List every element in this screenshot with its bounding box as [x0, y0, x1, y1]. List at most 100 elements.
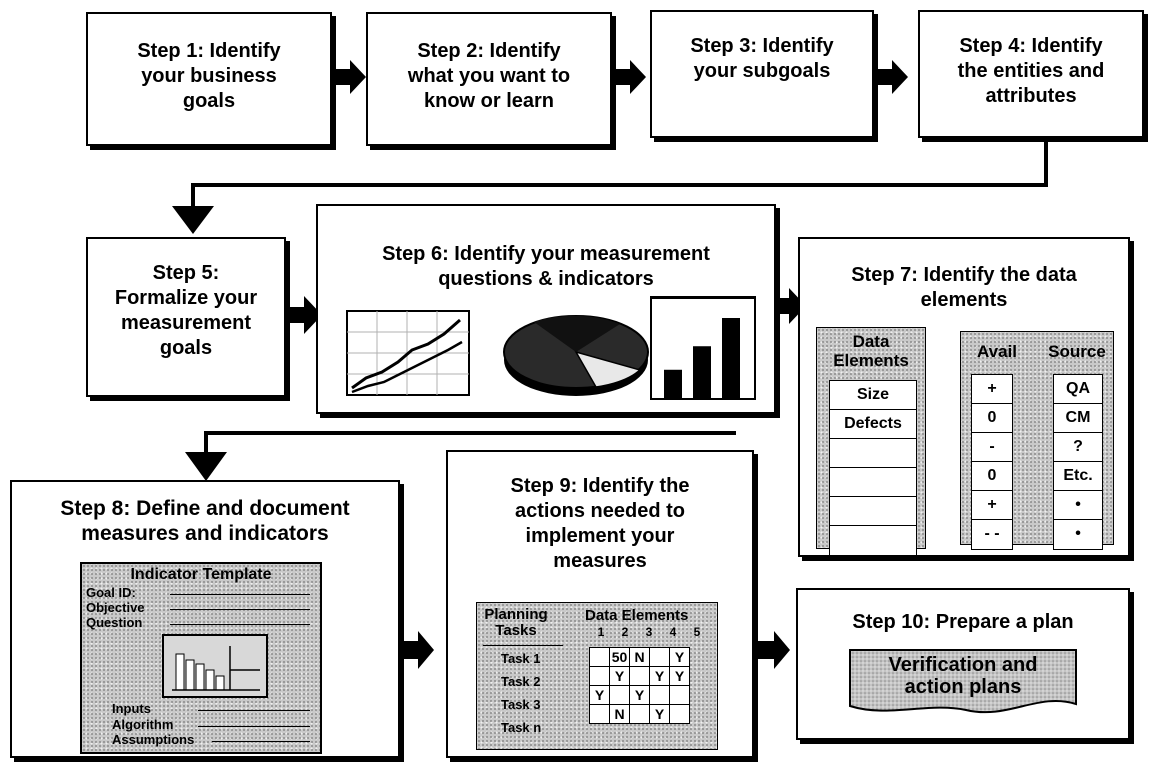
planning-col-headers: 1 2 3 4 5 [589, 625, 713, 639]
table-row: Y Y Y [589, 666, 690, 686]
planning-cell: Y [669, 647, 690, 667]
template-assumptions-line [212, 741, 310, 742]
step-8-title: Step 8: Define and document measures and… [60, 497, 350, 545]
planning-tasks-header: Planning Tasks [484, 606, 548, 639]
plan-banner-shape [849, 649, 1077, 714]
source-cell: ? [1054, 433, 1102, 462]
arrow-head-4-5 [172, 206, 214, 234]
table-row: 50 N Y [589, 647, 690, 667]
planning-cell: N [629, 647, 650, 667]
planning-col-header: 3 [645, 625, 653, 639]
planning-cell: 50 [609, 647, 630, 667]
planning-cell: Y [589, 685, 610, 705]
template-goal-label: Goal ID: [86, 585, 136, 600]
planning-grid: 50 N Y Y Y Y Y Y N [589, 647, 690, 724]
source-cell: • [1075, 525, 1081, 542]
step-1-box: Step 1: Identify your business goals [86, 12, 332, 146]
data-element-cell: Defects [830, 410, 916, 439]
pie-slice-dark [534, 315, 620, 352]
planning-cell [609, 685, 630, 705]
mini-bar [693, 346, 711, 398]
planning-cell: Y [609, 666, 630, 686]
planning-cell: Y [629, 685, 650, 705]
planning-cell: N [609, 704, 630, 724]
planning-cell: Y [669, 666, 690, 686]
line-series-1 [351, 318, 461, 390]
source-cell: • [1054, 491, 1102, 520]
step-6-box: Step 6: Identify your measurement questi… [316, 204, 776, 414]
step-7-title: Step 7: Identify the data elements [851, 264, 1077, 311]
template-question-line [170, 624, 310, 625]
step-3-title: Step 3: Identify your subgoals [690, 35, 834, 82]
step-4-box: Step 4: Identify the entities and attrib… [918, 10, 1144, 138]
avail-source-panel: Avail Source + 0 - 0 + - - QA CM ? Etc. … [960, 331, 1114, 550]
table-row: Y Y [589, 685, 690, 705]
source-cell: QA [1054, 375, 1102, 404]
line-chart-illustration [346, 310, 470, 396]
planning-cell [629, 704, 650, 724]
planning-cell [629, 666, 650, 686]
step-2-box: Step 2: Identify what you want to know o… [366, 12, 612, 146]
arrow-1-2 [332, 60, 366, 94]
planning-col-header: 1 [597, 625, 605, 639]
planning-cell: Y [649, 666, 670, 686]
template-algorithm-label: Algorithm [112, 717, 174, 732]
arrow-3-4 [874, 60, 908, 94]
step-9-box: Step 9: Identify the actions needed to i… [446, 450, 754, 758]
planning-task-label: Task 2 [501, 674, 541, 689]
planning-cell: Y [649, 704, 670, 724]
source-header: Source [1048, 342, 1106, 361]
step-4-title: Step 4: Identify the entities and attrib… [957, 35, 1105, 107]
avail-cell: + [972, 375, 1012, 404]
template-title: Indicator Template [130, 566, 272, 583]
data-element-cell [830, 439, 916, 468]
step-5-box: Step 5: Formalize your measurement goals [86, 237, 286, 397]
step-5-title: Step 5: Formalize your measurement goals [114, 262, 258, 359]
indicator-template: Indicator Template Goal ID: Objective Qu… [80, 562, 322, 754]
data-element-cell [830, 526, 916, 555]
table-row: N Y [589, 704, 690, 724]
template-algorithm-line [198, 726, 310, 727]
mini-bar [664, 369, 682, 398]
planning-col-header: 5 [693, 625, 701, 639]
step-10-title: Step 10: Prepare a plan [852, 611, 1074, 633]
arrow-9-10 [756, 631, 790, 669]
step-10-box: Step 10: Prepare a plan Verification and… [796, 588, 1130, 740]
template-objective-label: Objective [86, 600, 145, 615]
avail-cell: + [972, 491, 1012, 520]
mini-bar-group [664, 318, 740, 398]
avail-list: + 0 - 0 + - - [971, 374, 1013, 550]
source-cell: Etc. [1054, 462, 1102, 491]
arrow-2-3 [612, 60, 646, 94]
step-3-box: Step 3: Identify your subgoals [650, 10, 874, 138]
template-objective-line [170, 609, 310, 610]
data-element-cell [830, 468, 916, 497]
planning-cell [589, 647, 610, 667]
source-list: QA CM ? Etc. • • [1053, 374, 1103, 550]
plan-banner-text: Verification and action plans [888, 654, 1038, 698]
data-element-cell [830, 497, 916, 526]
planning-table: Planning Tasks Data Elements 1 2 3 4 5 T… [476, 602, 718, 750]
avail-cell: 0 [972, 462, 1012, 491]
planning-task-label: Task 3 [501, 697, 541, 712]
step-2-title: Step 2: Identify what you want to know o… [407, 40, 571, 112]
planning-col-header: 4 [669, 625, 677, 639]
avail-cell: - - [984, 525, 1000, 542]
template-chart-icon [162, 634, 268, 698]
planning-cell [649, 685, 670, 705]
step-1-title: Step 1: Identify your business goals [137, 40, 281, 112]
planning-task-label: Task 1 [501, 651, 541, 666]
step-8-box: Step 8: Define and document measures and… [10, 480, 400, 758]
pie-slice-light [574, 350, 642, 388]
line-series-2 [351, 340, 463, 394]
planning-data-header: Data Elements [585, 607, 689, 624]
step-7-box: Step 7: Identify the data elements Data … [798, 237, 1130, 557]
planning-cell [589, 666, 610, 686]
planning-col-header: 2 [621, 625, 629, 639]
planning-cell [649, 647, 670, 667]
data-element-cell: Size [830, 381, 916, 410]
template-goal-line [170, 594, 310, 595]
planning-cell [589, 704, 610, 724]
bar-chart-illustration [650, 296, 756, 400]
planning-cell [669, 685, 690, 705]
